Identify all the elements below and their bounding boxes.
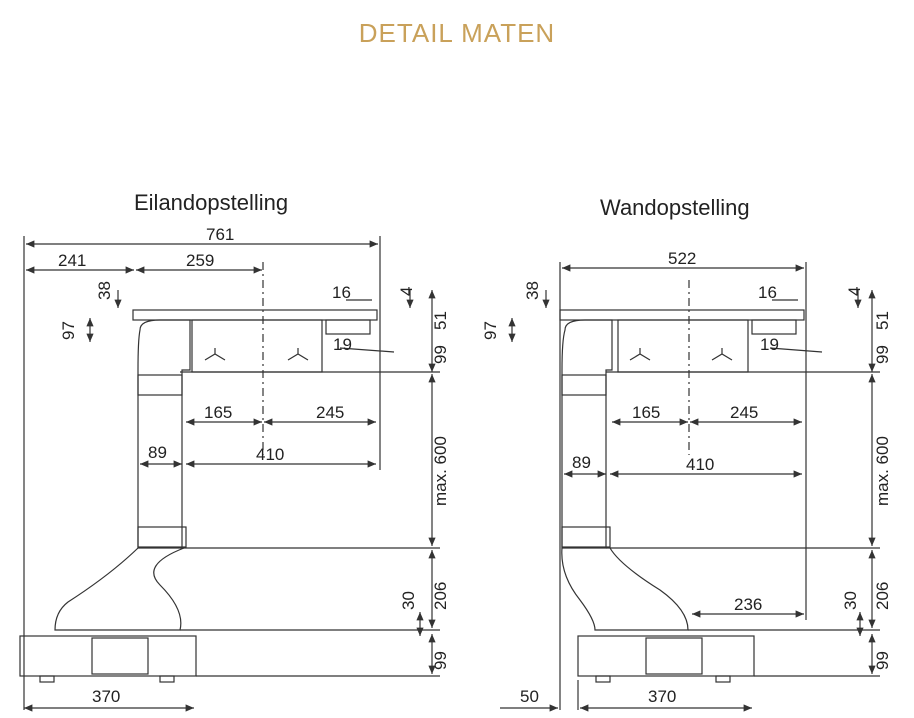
hob-unit [191, 319, 323, 373]
dimension-labels-left: 761 241 259 38 16 4 97 51 19 99 165 245 … [58, 225, 450, 706]
heading-wandopstelling: Wandopstelling [600, 195, 750, 220]
dim-51: 51 [873, 311, 892, 330]
worktop [559, 309, 805, 321]
hob-rim [751, 319, 797, 335]
dim-97: 97 [481, 321, 500, 340]
dim-89: 89 [148, 443, 167, 462]
duct-vertical [137, 319, 191, 549]
hob-unit [617, 319, 749, 373]
dim-19: 19 [760, 335, 779, 354]
dim-38: 38 [523, 281, 542, 300]
drawing-eilandopstelling [19, 236, 440, 712]
dim-max600: max. 600 [873, 436, 892, 506]
dim-99-top: 99 [873, 345, 892, 364]
hob-rim [325, 319, 371, 335]
dim-259: 259 [186, 251, 214, 270]
dim-4: 4 [845, 287, 864, 296]
dim-761: 761 [206, 225, 234, 244]
duct-joint [561, 374, 607, 396]
dim-50: 50 [520, 687, 539, 706]
dim-206: 206 [873, 582, 892, 610]
duct-joint [561, 526, 611, 548]
dim-99-bottom: 99 [431, 651, 450, 670]
dim-99-top: 99 [431, 345, 450, 364]
duct-joint [137, 526, 187, 548]
fan-icon [711, 348, 733, 361]
fan-icon [629, 348, 651, 361]
plinth-unit [577, 635, 755, 677]
fan-icon [287, 348, 309, 361]
dim-370: 370 [92, 687, 120, 706]
foot [595, 675, 611, 683]
dim-16: 16 [758, 283, 777, 302]
foot [39, 675, 55, 683]
dim-522: 522 [668, 249, 696, 268]
worktop [132, 309, 378, 321]
dim-206: 206 [431, 582, 450, 610]
duct-bend [54, 547, 185, 631]
dim-51: 51 [431, 311, 450, 330]
dim-max600: max. 600 [431, 436, 450, 506]
page-title: DETAIL MATEN [358, 18, 556, 48]
dim-165: 165 [632, 403, 660, 422]
dim-245: 245 [730, 403, 758, 422]
duct-bend [561, 547, 689, 631]
dim-236: 236 [734, 595, 762, 614]
duct-vertical [561, 319, 613, 549]
duct-joint [137, 374, 183, 396]
dim-16: 16 [332, 283, 351, 302]
drawing-wandopstelling [500, 262, 880, 712]
dim-245: 245 [316, 403, 344, 422]
foot [159, 675, 175, 683]
dimension-labels-right: 522 38 16 4 97 51 19 99 165 245 89 410 m… [481, 249, 892, 706]
dim-241: 241 [58, 251, 86, 270]
dim-30: 30 [399, 591, 418, 610]
dim-97: 97 [59, 321, 78, 340]
dim-410: 410 [686, 455, 714, 474]
foot [715, 675, 731, 683]
dim-38: 38 [95, 281, 114, 300]
dim-410: 410 [256, 445, 284, 464]
plinth-unit [19, 635, 197, 677]
dim-30: 30 [841, 591, 860, 610]
filter-box [91, 637, 149, 675]
dim-370: 370 [648, 687, 676, 706]
fan-icon [204, 348, 226, 361]
dim-99-bottom: 99 [873, 651, 892, 670]
dim-165: 165 [204, 403, 232, 422]
dim-4: 4 [397, 287, 416, 296]
heading-eilandopstelling: Eilandopstelling [134, 190, 289, 215]
dim-89: 89 [572, 453, 591, 472]
filter-box [645, 637, 703, 675]
dim-19: 19 [333, 335, 352, 354]
